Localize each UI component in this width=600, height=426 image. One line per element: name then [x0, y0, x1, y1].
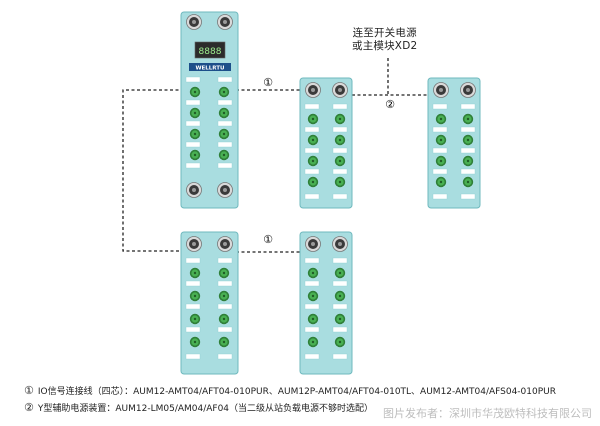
- connector-icon: [186, 236, 202, 252]
- port-icon: [334, 336, 346, 348]
- legend-number: ①: [24, 384, 34, 397]
- port-icon: [218, 313, 230, 325]
- port-icon: [189, 86, 201, 98]
- port-icon: [307, 113, 319, 125]
- display-panel: [194, 41, 226, 59]
- port-icon: [462, 155, 474, 167]
- brand-logo: WELLRTU: [195, 66, 224, 72]
- port-icon: [307, 155, 319, 167]
- slave-module-1[interactable]: [299, 77, 353, 209]
- port-icon: [189, 107, 201, 119]
- port-icon: [334, 134, 346, 146]
- port-icon: [435, 155, 447, 167]
- watermark: 图片发布者：深圳市华茂欧特科技有限公司: [383, 407, 592, 420]
- display-readout: 8888: [199, 47, 222, 57]
- port-icon: [435, 134, 447, 146]
- port-icon: [435, 113, 447, 125]
- port-icon: [462, 134, 474, 146]
- connector-icon: [332, 82, 348, 98]
- port-icon: [218, 86, 230, 98]
- connector-icon: [433, 82, 449, 98]
- slave-module-2[interactable]: [427, 77, 481, 209]
- port-icon: [334, 155, 346, 167]
- brand-plate: [189, 63, 231, 71]
- port-icon: [189, 290, 201, 302]
- port-icon: [218, 336, 230, 348]
- power-source-note-line2: 或主模块XD2: [352, 40, 418, 52]
- port-icon: [189, 267, 201, 279]
- port-icon: [307, 336, 319, 348]
- port-icon: [218, 290, 230, 302]
- connector-icon: [186, 182, 202, 198]
- port-icon: [334, 290, 346, 302]
- master-module[interactable]: 8888 WELLRTU: [180, 11, 239, 209]
- port-icon: [462, 176, 474, 188]
- connector-icon: [305, 82, 321, 98]
- connector-icon: [305, 236, 321, 252]
- port-icon: [307, 134, 319, 146]
- connector-icon: [217, 14, 233, 30]
- connector-icon: [217, 182, 233, 198]
- connector-icon: [217, 236, 233, 252]
- slave-module-4[interactable]: [299, 231, 353, 375]
- connector-icon: [460, 82, 476, 98]
- port-icon: [462, 113, 474, 125]
- port-icon: [189, 313, 201, 325]
- port-icon: [334, 176, 346, 188]
- connector-icon: [332, 236, 348, 252]
- port-icon: [189, 128, 201, 140]
- power-source-note: 连至开关电源 或主模块XD2: [352, 27, 417, 53]
- port-icon: [307, 267, 319, 279]
- port-icon: [334, 313, 346, 325]
- power-source-note-line1: 连至开关电源: [352, 27, 417, 39]
- port-icon: [189, 336, 201, 348]
- line-master-to-slave1: [122, 89, 184, 252]
- link-label-bottom-io: ①: [263, 233, 273, 246]
- port-icon: [307, 313, 319, 325]
- legend-text: IO信号连接线（四芯）：AUM12-AMT04/AFT04-010PUR、AUM…: [37, 387, 557, 397]
- connector-icon: [186, 14, 202, 30]
- link-label-top-io: ①: [263, 76, 273, 89]
- port-icon: [334, 267, 346, 279]
- port-icon: [307, 290, 319, 302]
- port-icon: [189, 149, 201, 161]
- connection-lines: [122, 58, 428, 253]
- legend-text: Y型辅助电源装置：AUM12-LM05/AM04/AF04（当二级从站负载电源不…: [37, 404, 374, 414]
- link-label-aux-power: ②: [385, 98, 395, 111]
- port-icon: [218, 267, 230, 279]
- port-icon: [218, 149, 230, 161]
- port-icon: [218, 107, 230, 119]
- port-icon: [334, 113, 346, 125]
- slave-module-3[interactable]: [180, 231, 239, 375]
- port-icon: [307, 176, 319, 188]
- legend-number: ②: [24, 401, 34, 414]
- port-icon: [218, 128, 230, 140]
- port-icon: [435, 176, 447, 188]
